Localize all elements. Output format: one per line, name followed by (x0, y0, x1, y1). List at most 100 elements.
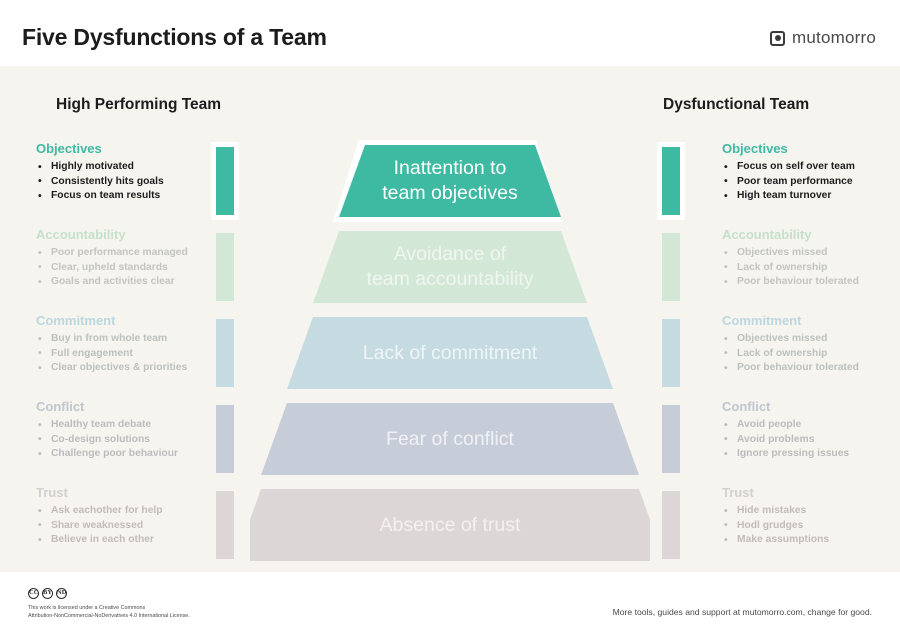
row-color-chip-right-commitment (662, 319, 680, 387)
side-heading-accountability: Accountability (36, 227, 126, 242)
side-bullet-list: Hide mistakesHodl grudgesMake assumption… (722, 504, 892, 548)
side-bullet-list: Highly motivatedConsistently hits goalsF… (36, 160, 204, 204)
brand-logo: mutomorro (770, 28, 876, 48)
promo-text: More tools, guides and support at mutomo… (612, 607, 872, 617)
side-bullet-item: Highly motivated (36, 160, 204, 175)
side-bullet-item: Avoid problems (722, 432, 892, 447)
cc-badge-nd-icon: ND (56, 588, 67, 599)
side-block-left-commitment: CommitmentBuy in from whole teamFull eng… (36, 313, 204, 375)
side-bullet-item: Avoid people (722, 418, 892, 433)
band-label-trust: Absence of trust (379, 513, 521, 536)
side-bullet-list: Ask eachother for helpShare weaknessedBe… (36, 504, 204, 548)
cc-badge-by-icon: BY (42, 588, 53, 599)
row-color-chip-left-conflict (216, 405, 234, 473)
band-label-commitment: Lack of commitment (362, 341, 538, 364)
side-block-right-trust: TrustHide mistakesHodl grudgesMake assum… (722, 485, 892, 547)
row-color-chip-right-conflict (662, 405, 680, 473)
row-color-chip-right-accountability (662, 233, 680, 301)
side-bullet-item: Full engagement (36, 346, 204, 361)
side-bullet-list: Focus on self over teamPoor team perform… (722, 160, 892, 204)
side-bullet-item: Poor behaviour tolerated (722, 275, 892, 290)
side-bullet-item: High team turnover (722, 189, 892, 204)
row-color-chip-right-trust (662, 491, 680, 559)
footer-divider (0, 571, 900, 572)
side-bullet-item: Lack of ownership (722, 346, 892, 361)
side-heading-objectives: Objectives (722, 141, 788, 156)
main-panel: High Performing Team Dysfunctional Team … (0, 66, 900, 571)
side-block-right-commitment: CommitmentObjectives missedLack of owner… (722, 313, 892, 375)
side-bullet-item: Clear objectives & priorities (36, 361, 204, 376)
side-bullet-item: Buy in from whole team (36, 332, 204, 347)
side-block-right-accountability: AccountabilityObjectives missedLack of o… (722, 227, 892, 289)
side-heading-trust: Trust (36, 485, 68, 500)
side-bullet-list: Buy in from whole teamFull engagementCle… (36, 332, 204, 376)
side-heading-trust: Trust (722, 485, 754, 500)
band-shape (339, 145, 561, 217)
row-color-chip-left-commitment (216, 319, 234, 387)
rounded-square-dot-icon (770, 30, 785, 46)
side-bullet-item: Ignore pressing issues (722, 447, 892, 462)
side-bullet-list: Poor performance managedClear, upheld st… (36, 246, 204, 290)
side-bullet-list: Avoid peopleAvoid problemsIgnore pressin… (722, 418, 892, 462)
side-bullet-item: Ask eachother for help (36, 504, 204, 519)
side-heading-commitment: Commitment (722, 313, 802, 328)
column-heading-dysfunctional: Dysfunctional Team (663, 96, 810, 113)
side-bullet-item: Poor behaviour tolerated (722, 361, 892, 376)
side-heading-conflict: Conflict (36, 399, 85, 414)
side-heading-conflict: Conflict (722, 399, 771, 414)
side-bullet-item: Challenge poor behaviour (36, 447, 204, 462)
side-bullet-item: Goals and activities clear (36, 275, 204, 290)
pyramid-band-commitment: Lack of commitment (250, 317, 650, 389)
row-color-chip-right-objectives (657, 142, 685, 220)
side-bullet-item: Lack of ownership (722, 260, 892, 275)
side-bullet-item: Share weaknessed (36, 518, 204, 533)
side-block-left-accountability: AccountabilityPoor performance managedCl… (36, 227, 204, 289)
side-bullet-item: Poor team performance (722, 174, 892, 189)
header: Five Dysfunctions of a Team mutomorro (0, 0, 900, 66)
band-shape (261, 403, 639, 475)
side-bullet-item: Focus on team results (36, 189, 204, 204)
license-line-1: This work is licensed under a Creative C… (28, 605, 146, 611)
license-text: This work is licensed under a Creative C… (28, 604, 190, 620)
band-label-conflict: Fear of conflict (386, 427, 514, 450)
side-block-left-trust: TrustAsk eachother for helpShare weaknes… (36, 485, 204, 547)
license-line-2: Attribution-NonCommercial-NoDerivatives … (28, 613, 190, 619)
side-bullet-item: Co-design solutions (36, 432, 204, 447)
side-bullet-list: Objectives missedLack of ownershipPoor b… (722, 332, 892, 376)
column-heading-high-performing: High Performing Team (56, 96, 222, 113)
side-bullet-item: Consistently hits goals (36, 174, 204, 189)
side-bullet-item: Poor performance managed (36, 246, 204, 261)
row-color-chip-left-trust (216, 491, 234, 559)
side-bullet-item: Clear, upheld standards (36, 260, 204, 275)
pyramid-band-conflict: Fear of conflict (250, 403, 650, 475)
side-block-right-conflict: ConflictAvoid peopleAvoid problemsIgnore… (722, 399, 892, 461)
band-shape (313, 231, 587, 303)
side-block-right-objectives: ObjectivesFocus on self over teamPoor te… (722, 141, 892, 203)
side-heading-accountability: Accountability (722, 227, 812, 242)
band-shape (250, 489, 650, 561)
row-color-chip-left-objectives (211, 142, 239, 220)
page-title: Five Dysfunctions of a Team (22, 24, 327, 50)
cc-badge-cc-icon: CC (28, 588, 39, 599)
side-bullet-item: Focus on self over team (722, 160, 892, 175)
side-block-left-objectives: ObjectivesHighly motivatedConsistently h… (36, 141, 204, 203)
side-bullet-list: Healthy team debateCo-design solutionsCh… (36, 418, 204, 462)
pyramid-band-trust: Absence of trust (250, 489, 650, 561)
side-bullet-item: Make assumptions (722, 533, 892, 548)
side-bullet-item: Objectives missed (722, 332, 892, 347)
side-bullet-list: Objectives missedLack of ownershipPoor b… (722, 246, 892, 290)
brand-name: mutomorro (792, 28, 876, 47)
row-color-chip-left-accountability (216, 233, 234, 301)
side-bullet-item: Objectives missed (722, 246, 892, 261)
side-bullet-item: Hodl grudges (722, 518, 892, 533)
side-heading-commitment: Commitment (36, 313, 116, 328)
side-bullet-item: Healthy team debate (36, 418, 204, 433)
band-shape (287, 317, 613, 389)
side-bullet-item: Believe in each other (36, 533, 204, 548)
